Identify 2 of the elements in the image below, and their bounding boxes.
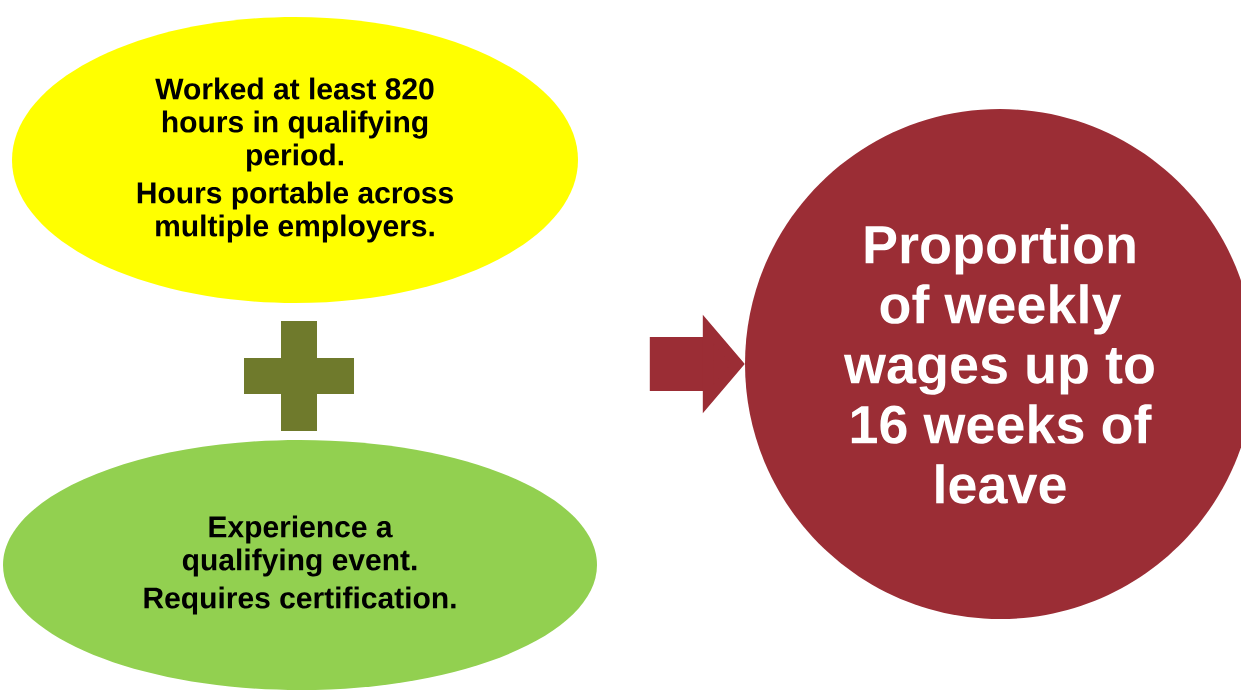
oval-box: Experience a qualifying event. Requires certification. <box>3 440 597 690</box>
oval-box: Worked at least 820 hours in qualifying period. Hours portable across multiple employers. <box>12 17 578 303</box>
